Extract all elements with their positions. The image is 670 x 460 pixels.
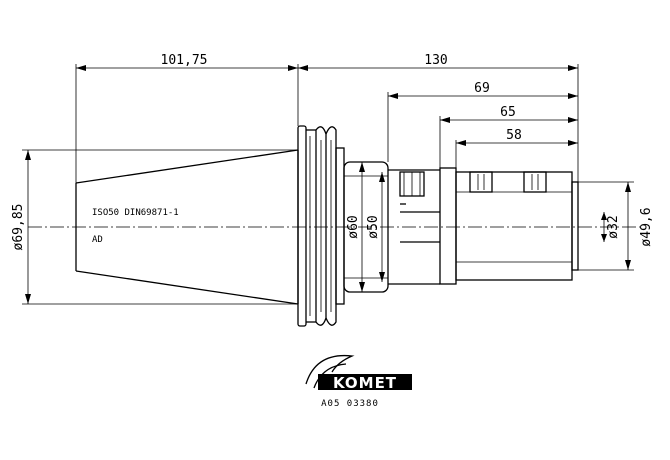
standard-note: ISO50 DIN69871-1	[92, 208, 179, 218]
dim-length-total: 130	[424, 53, 447, 68]
extension-lines	[22, 64, 634, 305]
dim-diameter-50: ø50	[366, 215, 381, 238]
dim-length-taper: 101,75	[161, 53, 208, 68]
clamping-head	[439, 167, 579, 285]
dim-diameter-49-6: ø49,6	[639, 207, 654, 246]
dim-diameter-taper: ø69,85	[11, 204, 26, 251]
dimension-lines	[25, 65, 631, 304]
brand-name: KOMET	[333, 374, 397, 392]
dim-length-69: 69	[474, 81, 490, 96]
dim-length-65: 65	[500, 105, 516, 120]
collar	[343, 161, 389, 293]
neck	[388, 169, 440, 285]
komet-logo: KOMET	[305, 354, 412, 392]
dim-length-58: 58	[506, 128, 522, 143]
flange	[297, 125, 345, 327]
dim-diameter-60: ø60	[346, 215, 361, 238]
dim-diameter-32: ø32	[606, 215, 621, 238]
variant-note: AD	[92, 235, 103, 245]
part-code: A05 03380	[321, 399, 379, 409]
